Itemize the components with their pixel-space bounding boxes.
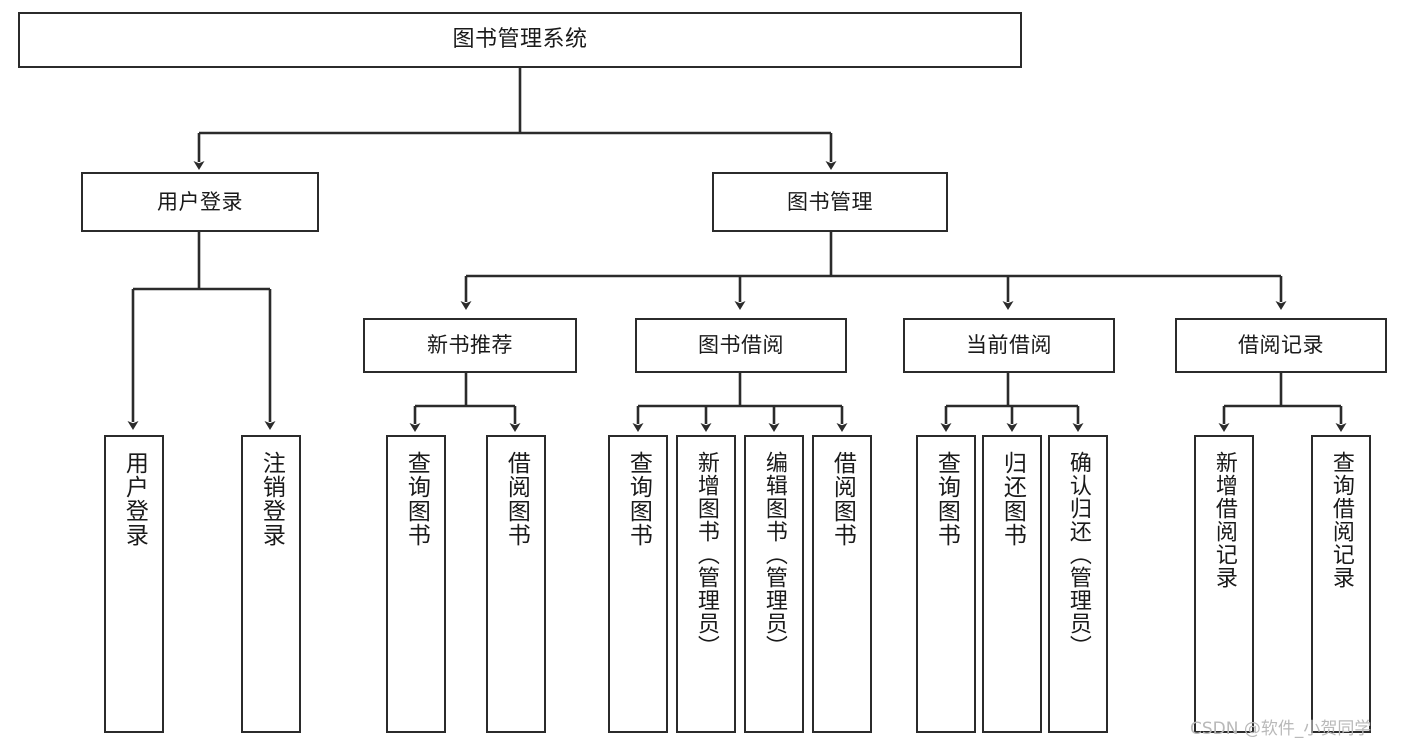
csdn-watermark: CSDN @软件_小贺同学 bbox=[1190, 719, 1372, 739]
node-label: 编辑图书（管理员） bbox=[761, 451, 787, 658]
leaf-query-record[interactable]: 查询借阅记录 bbox=[1311, 435, 1371, 733]
leaf-confirm-return[interactable]: 确认归还（管理员） bbox=[1048, 435, 1108, 733]
leaf-user-login[interactable]: 用户登录 bbox=[104, 435, 164, 733]
node-label: 注销登录 bbox=[258, 451, 285, 547]
leaf-query-book-3[interactable]: 查询图书 bbox=[916, 435, 976, 733]
node-label: 当前借阅 bbox=[966, 333, 1052, 358]
leaf-return-book[interactable]: 归还图书 bbox=[982, 435, 1042, 733]
node-label: 查询图书 bbox=[403, 451, 430, 547]
node-label: 用户登录 bbox=[157, 189, 243, 214]
leaf-query-book-2[interactable]: 查询图书 bbox=[608, 435, 668, 733]
node-root-system[interactable]: 图书管理系统 bbox=[18, 12, 1022, 68]
node-book-manage[interactable]: 图书管理 bbox=[712, 172, 948, 232]
node-label: 查询图书 bbox=[933, 451, 960, 547]
node-label: 新增借阅记录 bbox=[1211, 451, 1237, 589]
node-new-book-rec[interactable]: 新书推荐 bbox=[363, 318, 577, 373]
node-label: 新增图书（管理员） bbox=[693, 451, 719, 658]
leaf-borrow-book-1[interactable]: 借阅图书 bbox=[486, 435, 546, 733]
node-label: 图书借阅 bbox=[698, 333, 784, 358]
leaf-add-record[interactable]: 新增借阅记录 bbox=[1194, 435, 1254, 733]
node-label: 确认归还（管理员） bbox=[1065, 451, 1091, 658]
node-label: 借阅图书 bbox=[829, 451, 856, 547]
node-borrow-record[interactable]: 借阅记录 bbox=[1175, 318, 1387, 373]
leaf-logout[interactable]: 注销登录 bbox=[241, 435, 301, 733]
node-label: 用户登录 bbox=[121, 451, 148, 547]
node-label: 图书管理系统 bbox=[452, 27, 588, 53]
node-label: 图书管理 bbox=[787, 189, 873, 214]
node-label: 借阅记录 bbox=[1238, 333, 1324, 358]
node-current-borrow[interactable]: 当前借阅 bbox=[903, 318, 1115, 373]
node-book-borrow[interactable]: 图书借阅 bbox=[635, 318, 847, 373]
node-label: 借阅图书 bbox=[503, 451, 530, 547]
node-label: 归还图书 bbox=[999, 451, 1026, 547]
node-label: 新书推荐 bbox=[427, 333, 513, 358]
leaf-add-book[interactable]: 新增图书（管理员） bbox=[676, 435, 736, 733]
node-label: 查询借阅记录 bbox=[1328, 451, 1354, 589]
node-user-login[interactable]: 用户登录 bbox=[81, 172, 319, 232]
leaf-borrow-book-2[interactable]: 借阅图书 bbox=[812, 435, 872, 733]
node-label: 查询图书 bbox=[625, 451, 652, 547]
leaf-edit-book[interactable]: 编辑图书（管理员） bbox=[744, 435, 804, 733]
leaf-query-book-1[interactable]: 查询图书 bbox=[386, 435, 446, 733]
